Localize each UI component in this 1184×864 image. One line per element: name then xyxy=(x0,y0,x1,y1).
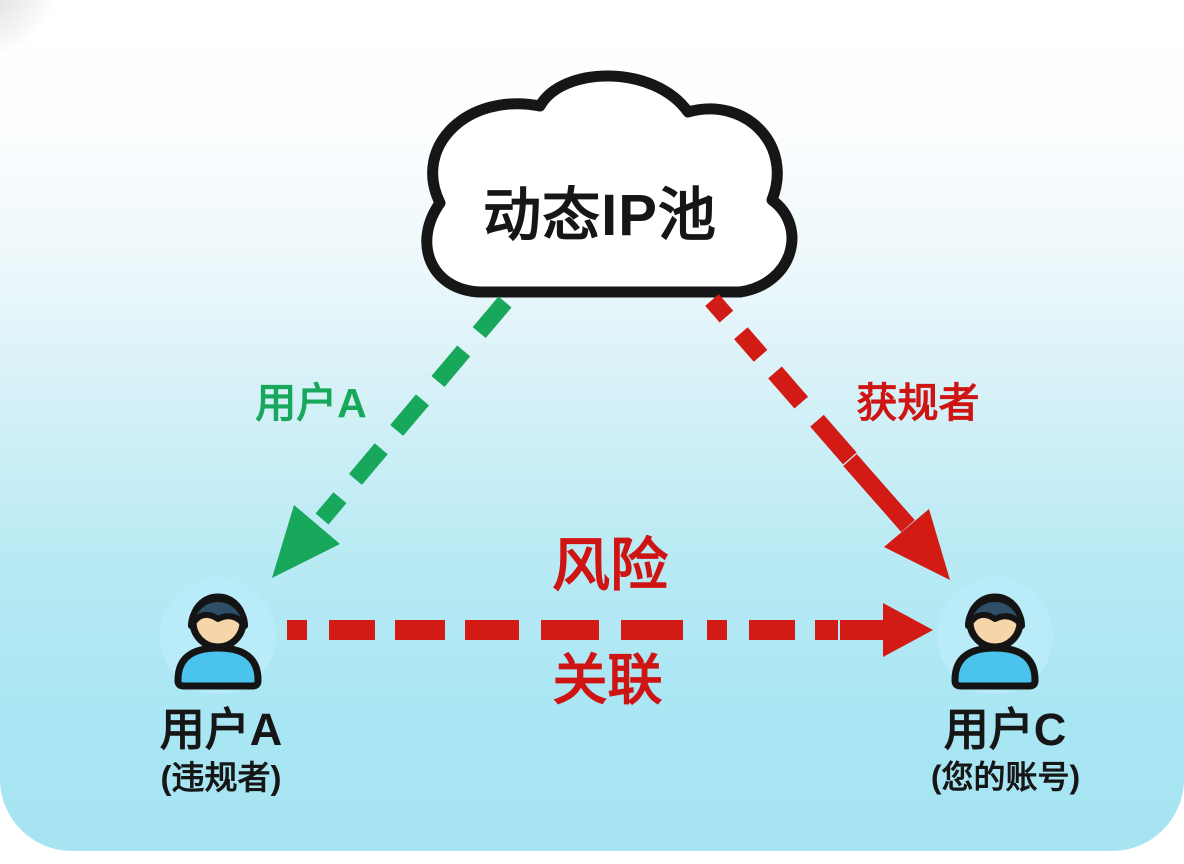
risk-association-arrow xyxy=(287,603,933,657)
red-edge-label: 获规者 xyxy=(856,380,980,426)
ip-pool-cloud-shape xyxy=(421,70,798,298)
page-curl-shadow xyxy=(0,0,150,150)
association-label: 关联 xyxy=(552,649,663,711)
cloud-label: 动态IP池 xyxy=(483,183,717,248)
user-a-avatar-icon xyxy=(160,578,276,694)
green-edge-label: 用户A xyxy=(255,380,367,426)
risk-label: 风险 xyxy=(551,533,668,598)
user-c-role: (您的账号) xyxy=(930,759,1081,795)
user-c-name: 用户C xyxy=(943,704,1067,755)
green-dashed-arrow xyxy=(272,296,512,578)
user-c-avatar-icon xyxy=(937,578,1053,694)
user-a-role: (违规者) xyxy=(160,759,282,796)
user-a-name: 用户A xyxy=(159,704,283,755)
red-dashed-arrow xyxy=(705,294,950,580)
